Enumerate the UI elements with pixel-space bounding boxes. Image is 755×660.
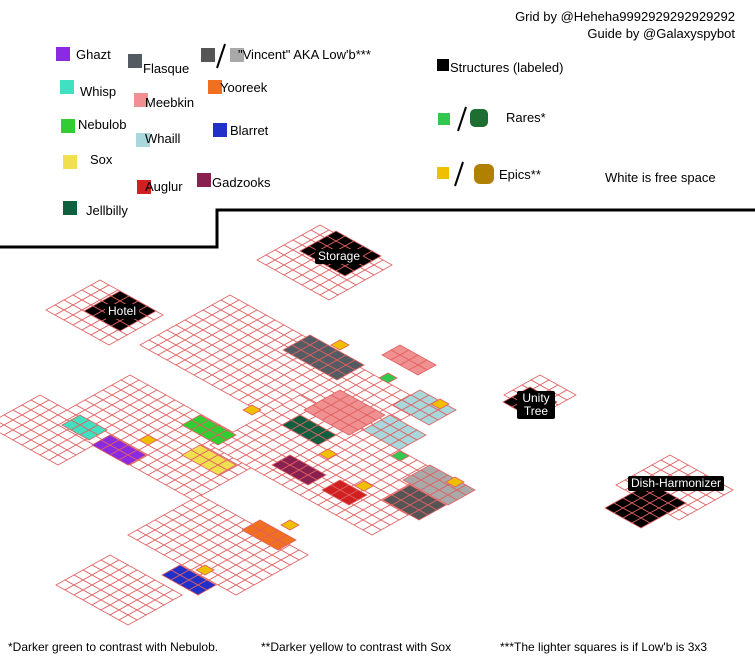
legend-meebkin: Meebkin [145,95,195,110]
slash-icon [216,43,226,69]
gadzooks-tile [298,474,318,486]
epic-tile [242,404,262,416]
footnote-lowb: ***The lighter squares is if Low'b is 3x… [500,640,708,654]
divider-line [0,208,755,249]
whisp-swatch [60,80,74,94]
rare-tile [378,372,398,384]
key-free-space: White is free space [605,170,716,185]
yooreek-tile [268,539,288,551]
epic-tile [318,448,338,460]
key-epics: Epics** [499,167,541,182]
legend-nebulob: Nebulob [78,117,127,132]
meebkin-swatch [134,93,148,107]
sox-swatch [63,155,77,169]
epic-tile [280,519,300,531]
grid-credit: Grid by @Heheha9992929292929292 [515,9,735,24]
flasque-tile [327,369,347,381]
jellbilly-swatch [63,201,77,215]
hotel-tile [110,320,130,332]
unity-tree-label: Unity Tree [517,391,555,419]
storage-label: Storage [315,249,364,264]
grid-tile [48,454,68,466]
dish-harmonizer-tile [631,517,651,529]
legend-whisp: Whisp [80,84,117,99]
legend-sox: Sox [90,152,113,167]
storage-tile [335,265,355,277]
structure-swatch [437,59,449,71]
legend-yooreek: Yooreek [220,80,268,95]
key-structures: Structures (labeled) [450,60,564,75]
legend-auglur: Auglur [145,179,183,194]
slash-icon [454,161,464,187]
legend-blarret: Blarret [230,123,269,138]
footnote-epics: **Darker yellow to contrast with Sox [261,640,452,654]
nebulob-tile [208,434,228,446]
grid-tile [0,422,5,428]
whisp-tile [79,429,99,441]
rare-big-swatch [470,109,488,127]
epic-swatch [437,167,449,179]
jellbilly-tile [308,434,328,446]
auglur-tile [339,494,359,506]
epic-tile [445,476,465,488]
legend-whaill: Whaill [145,131,181,146]
blarret-swatch [213,123,227,137]
meebkin-tile [339,424,359,436]
hotel-label: Hotel [105,304,140,319]
gadzooks-swatch [197,173,211,187]
epic-tile [354,480,374,492]
epic-tile [430,398,450,410]
guide-credit: Guide by @Galaxyspybot [587,26,735,41]
yooreek-swatch [208,80,222,94]
ghazt-swatch [56,47,70,61]
legend-ghazt: Ghazt [76,47,111,62]
vincent-swatch [201,48,215,62]
epic-tile [195,564,215,576]
nebulob-swatch [61,119,75,133]
credits: Grid by @Heheha9992929292929292 Guide by… [515,8,735,42]
footnote-rares: *Darker green to contrast with Nebulob. [8,640,219,654]
grid-tile [362,524,382,536]
whaill-tile [389,439,409,451]
dish-harmonizer-label: Dish-Harmonizer [628,476,725,491]
rare-swatch [438,113,450,125]
vincent-alt-swatch [230,48,244,62]
blarret-tile [188,584,208,596]
legend-vincent: "Vincent" AKA Low'b*** [238,47,371,62]
epic-tile [330,339,350,351]
legend-flasque: Flasque [143,61,190,76]
grid-tile [99,334,119,346]
ghazt-tile [118,454,138,466]
flasque-swatch [128,54,142,68]
grid-tile [669,509,689,521]
key-rares: Rares* [506,110,546,125]
epic-big-swatch [474,164,494,184]
lowb-tile [409,509,429,521]
sox-tile [208,464,228,476]
epic-tile [138,434,158,446]
grid-tile [118,614,138,626]
whaill-swatch [136,133,150,147]
legend-jellbilly: Jellbilly [86,203,128,218]
lowb-alt-tile [438,494,458,506]
legend-gadzooks: Gadzooks [212,175,271,190]
slash-icon [457,106,467,132]
grid-tile [226,584,246,596]
whaill-tile [419,414,439,426]
meebkin-tile [408,364,428,376]
grid-tile [319,289,339,301]
auglur-swatch [137,180,151,194]
rare-tile [390,450,410,462]
